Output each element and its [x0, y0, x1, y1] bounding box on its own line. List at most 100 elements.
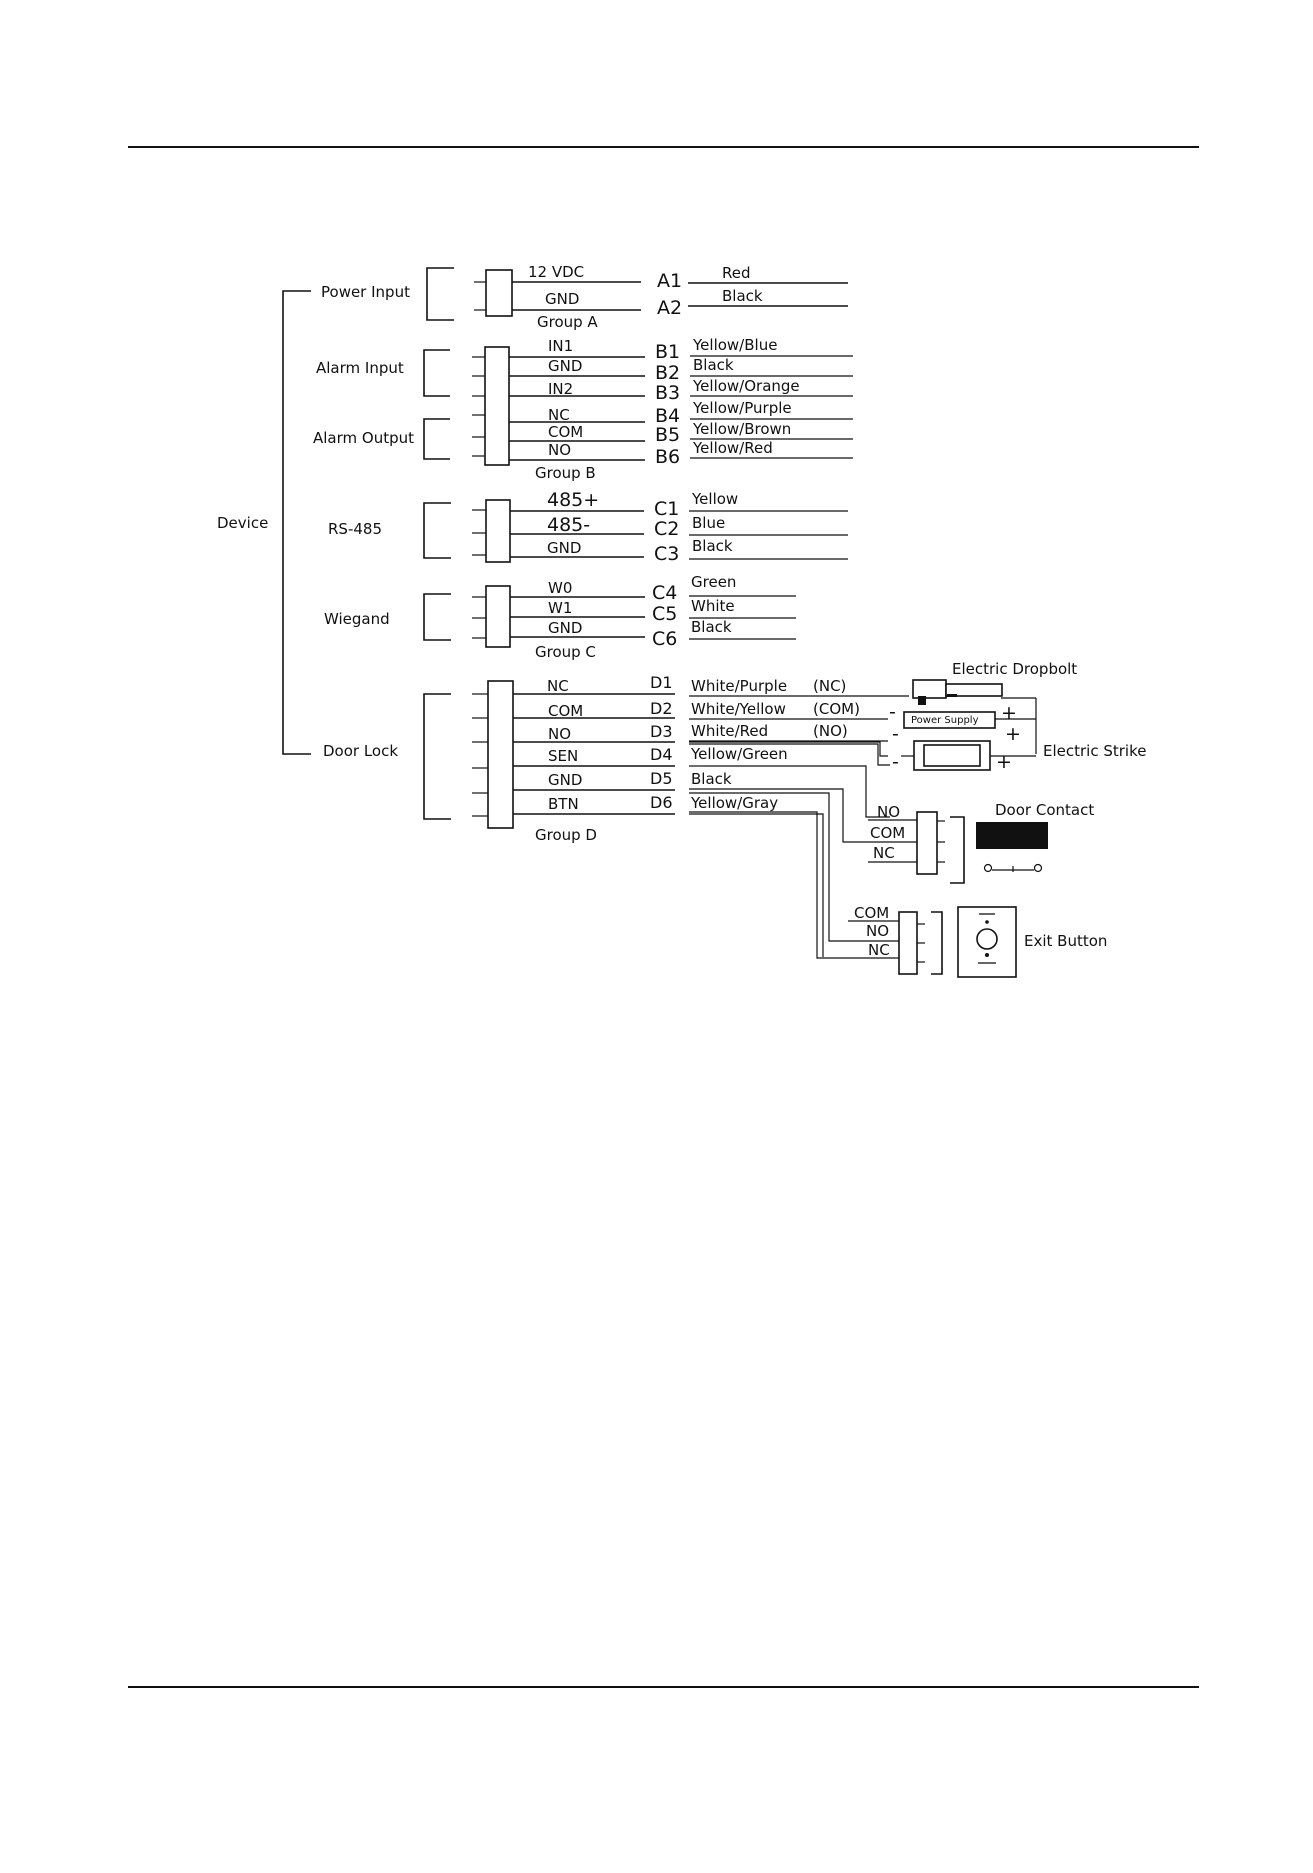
wire-color: Yellow/Blue — [692, 336, 777, 354]
plus-sign: + — [1001, 702, 1017, 724]
group-door-lock: Door Lock NC COM NO SEN GND BTN D1 D2 D3… — [323, 673, 919, 959]
group-label: Group C — [535, 643, 596, 661]
pin-label: GND — [547, 539, 581, 557]
plus-sign: + — [1005, 723, 1021, 745]
dropbolt-label: Electric Dropbolt — [952, 660, 1077, 678]
terminal-label: COM — [854, 904, 889, 922]
pin-label: IN2 — [548, 380, 573, 398]
minus-sign: - — [892, 723, 899, 745]
pin-code: C4 — [652, 582, 677, 604]
pin-label: SEN — [548, 747, 578, 765]
plus-sign: + — [996, 751, 1012, 773]
wire-color: Yellow/Purple — [692, 399, 792, 417]
rs485-label: RS-485 — [328, 520, 382, 538]
alarm-output-label: Alarm Output — [313, 429, 414, 447]
pin-label: NO — [548, 725, 571, 743]
pin-code: B4 — [655, 405, 680, 427]
pin-label: GND — [545, 290, 579, 308]
terminal-label: COM — [870, 824, 905, 842]
terminal-label: NO — [866, 922, 889, 940]
pin-label: NC — [547, 677, 569, 695]
group-power: Power Input 12 VDC GND A1 A2 Red Black G… — [321, 263, 848, 331]
contact-magnet-icon — [976, 822, 1048, 849]
pin-label: NO — [548, 441, 571, 459]
pin-code: B6 — [655, 446, 680, 468]
wire-color: Black — [722, 287, 763, 305]
wire-color: Yellow/Gray — [690, 794, 778, 812]
pin-label: GND — [548, 357, 582, 375]
pin-code: C6 — [652, 628, 677, 650]
pin-label: COM — [548, 423, 583, 441]
pin-label: GND — [548, 771, 582, 789]
pin-code: D2 — [650, 699, 673, 718]
pin-label: IN1 — [548, 337, 573, 355]
group-label: Group B — [535, 464, 596, 482]
pin-label: GND — [548, 619, 582, 637]
wire-color: Yellow — [691, 490, 738, 508]
pin-code: D3 — [650, 722, 673, 741]
door-lock-label: Door Lock — [323, 742, 398, 760]
exit-button-plate-icon — [957, 906, 1017, 978]
group-rs485: RS-485 485+ 485- GND C1 C2 C3 Yellow Blu… — [328, 489, 848, 565]
power-supply-label: Power Supply — [911, 715, 979, 726]
pin-code: A2 — [657, 297, 682, 319]
wire-color: Yellow/Brown — [692, 420, 791, 438]
wire-color: Yellow/Red — [692, 439, 773, 457]
alarm-input-label: Alarm Input — [316, 359, 404, 377]
device-bracket — [282, 290, 311, 755]
wire-color: Yellow/Orange — [692, 377, 800, 395]
relay-note: (NC) — [813, 677, 846, 695]
group-wiegand: Wiegand W0 W1 GND C4 C5 C6 Green White B… — [324, 573, 796, 661]
pin-code: B3 — [655, 382, 680, 404]
pin-label: W1 — [548, 599, 572, 617]
wire-color: Green — [691, 573, 736, 591]
wire-color: Blue — [692, 514, 725, 532]
wire-color: Yellow/Green — [690, 745, 788, 763]
pin-label: 485+ — [547, 489, 599, 511]
door-contact: Door Contact NO COM NC — [868, 801, 1094, 884]
power-input-label: Power Input — [321, 283, 410, 301]
door-contact-label: Door Contact — [995, 801, 1094, 819]
wire-color: Black — [692, 537, 733, 555]
pin-label: BTN — [548, 795, 579, 813]
exit-button-label: Exit Button — [1024, 932, 1107, 950]
exit-button: Exit Button COM NO NC — [848, 904, 1107, 978]
pin-code: B1 — [655, 341, 680, 363]
wire-color: Black — [693, 356, 734, 374]
terminal-label: NC — [868, 941, 890, 959]
connector-d — [487, 680, 514, 829]
connector-c-wiegand — [485, 585, 511, 648]
wire-color: Black — [691, 770, 732, 788]
pin-code: A1 — [657, 270, 682, 292]
electric-dropbolt: Electric Dropbolt - + — [889, 660, 1077, 754]
group-label: Group A — [537, 313, 598, 331]
wire-color: White/Purple — [691, 677, 787, 695]
wire-color: Red — [722, 264, 751, 282]
terminal-label: NC — [873, 844, 895, 862]
wire-color: White/Red — [691, 722, 768, 740]
connector-a — [485, 269, 513, 317]
pin-label: COM — [548, 702, 583, 720]
connector-b — [484, 346, 510, 466]
strike-label: Electric Strike — [1043, 742, 1146, 760]
pin-label: 485- — [547, 514, 590, 536]
wiegand-label: Wiegand — [324, 610, 390, 628]
connector-c-rs485 — [485, 499, 511, 563]
pin-code: D4 — [650, 745, 673, 764]
pin-label: 12 VDC — [528, 263, 584, 281]
pin-code: B5 — [655, 424, 680, 446]
wire-color: Black — [691, 618, 732, 636]
pin-code: C5 — [652, 603, 677, 625]
pin-code: D6 — [650, 793, 673, 812]
terminal-label: NO — [877, 803, 900, 821]
power-supply: Power Supply - + — [892, 711, 1036, 745]
group-alarm: Alarm Input Alarm Output IN1 GND IN2 NC … — [313, 336, 853, 482]
pin-label: NC — [548, 406, 570, 424]
pin-code: C2 — [654, 518, 679, 540]
group-label: Group D — [535, 826, 597, 844]
minus-sign: - — [892, 751, 899, 773]
pin-code: D1 — [650, 673, 673, 692]
electric-strike: Electric Strike - + — [892, 740, 1146, 773]
pin-code: C3 — [654, 543, 679, 565]
